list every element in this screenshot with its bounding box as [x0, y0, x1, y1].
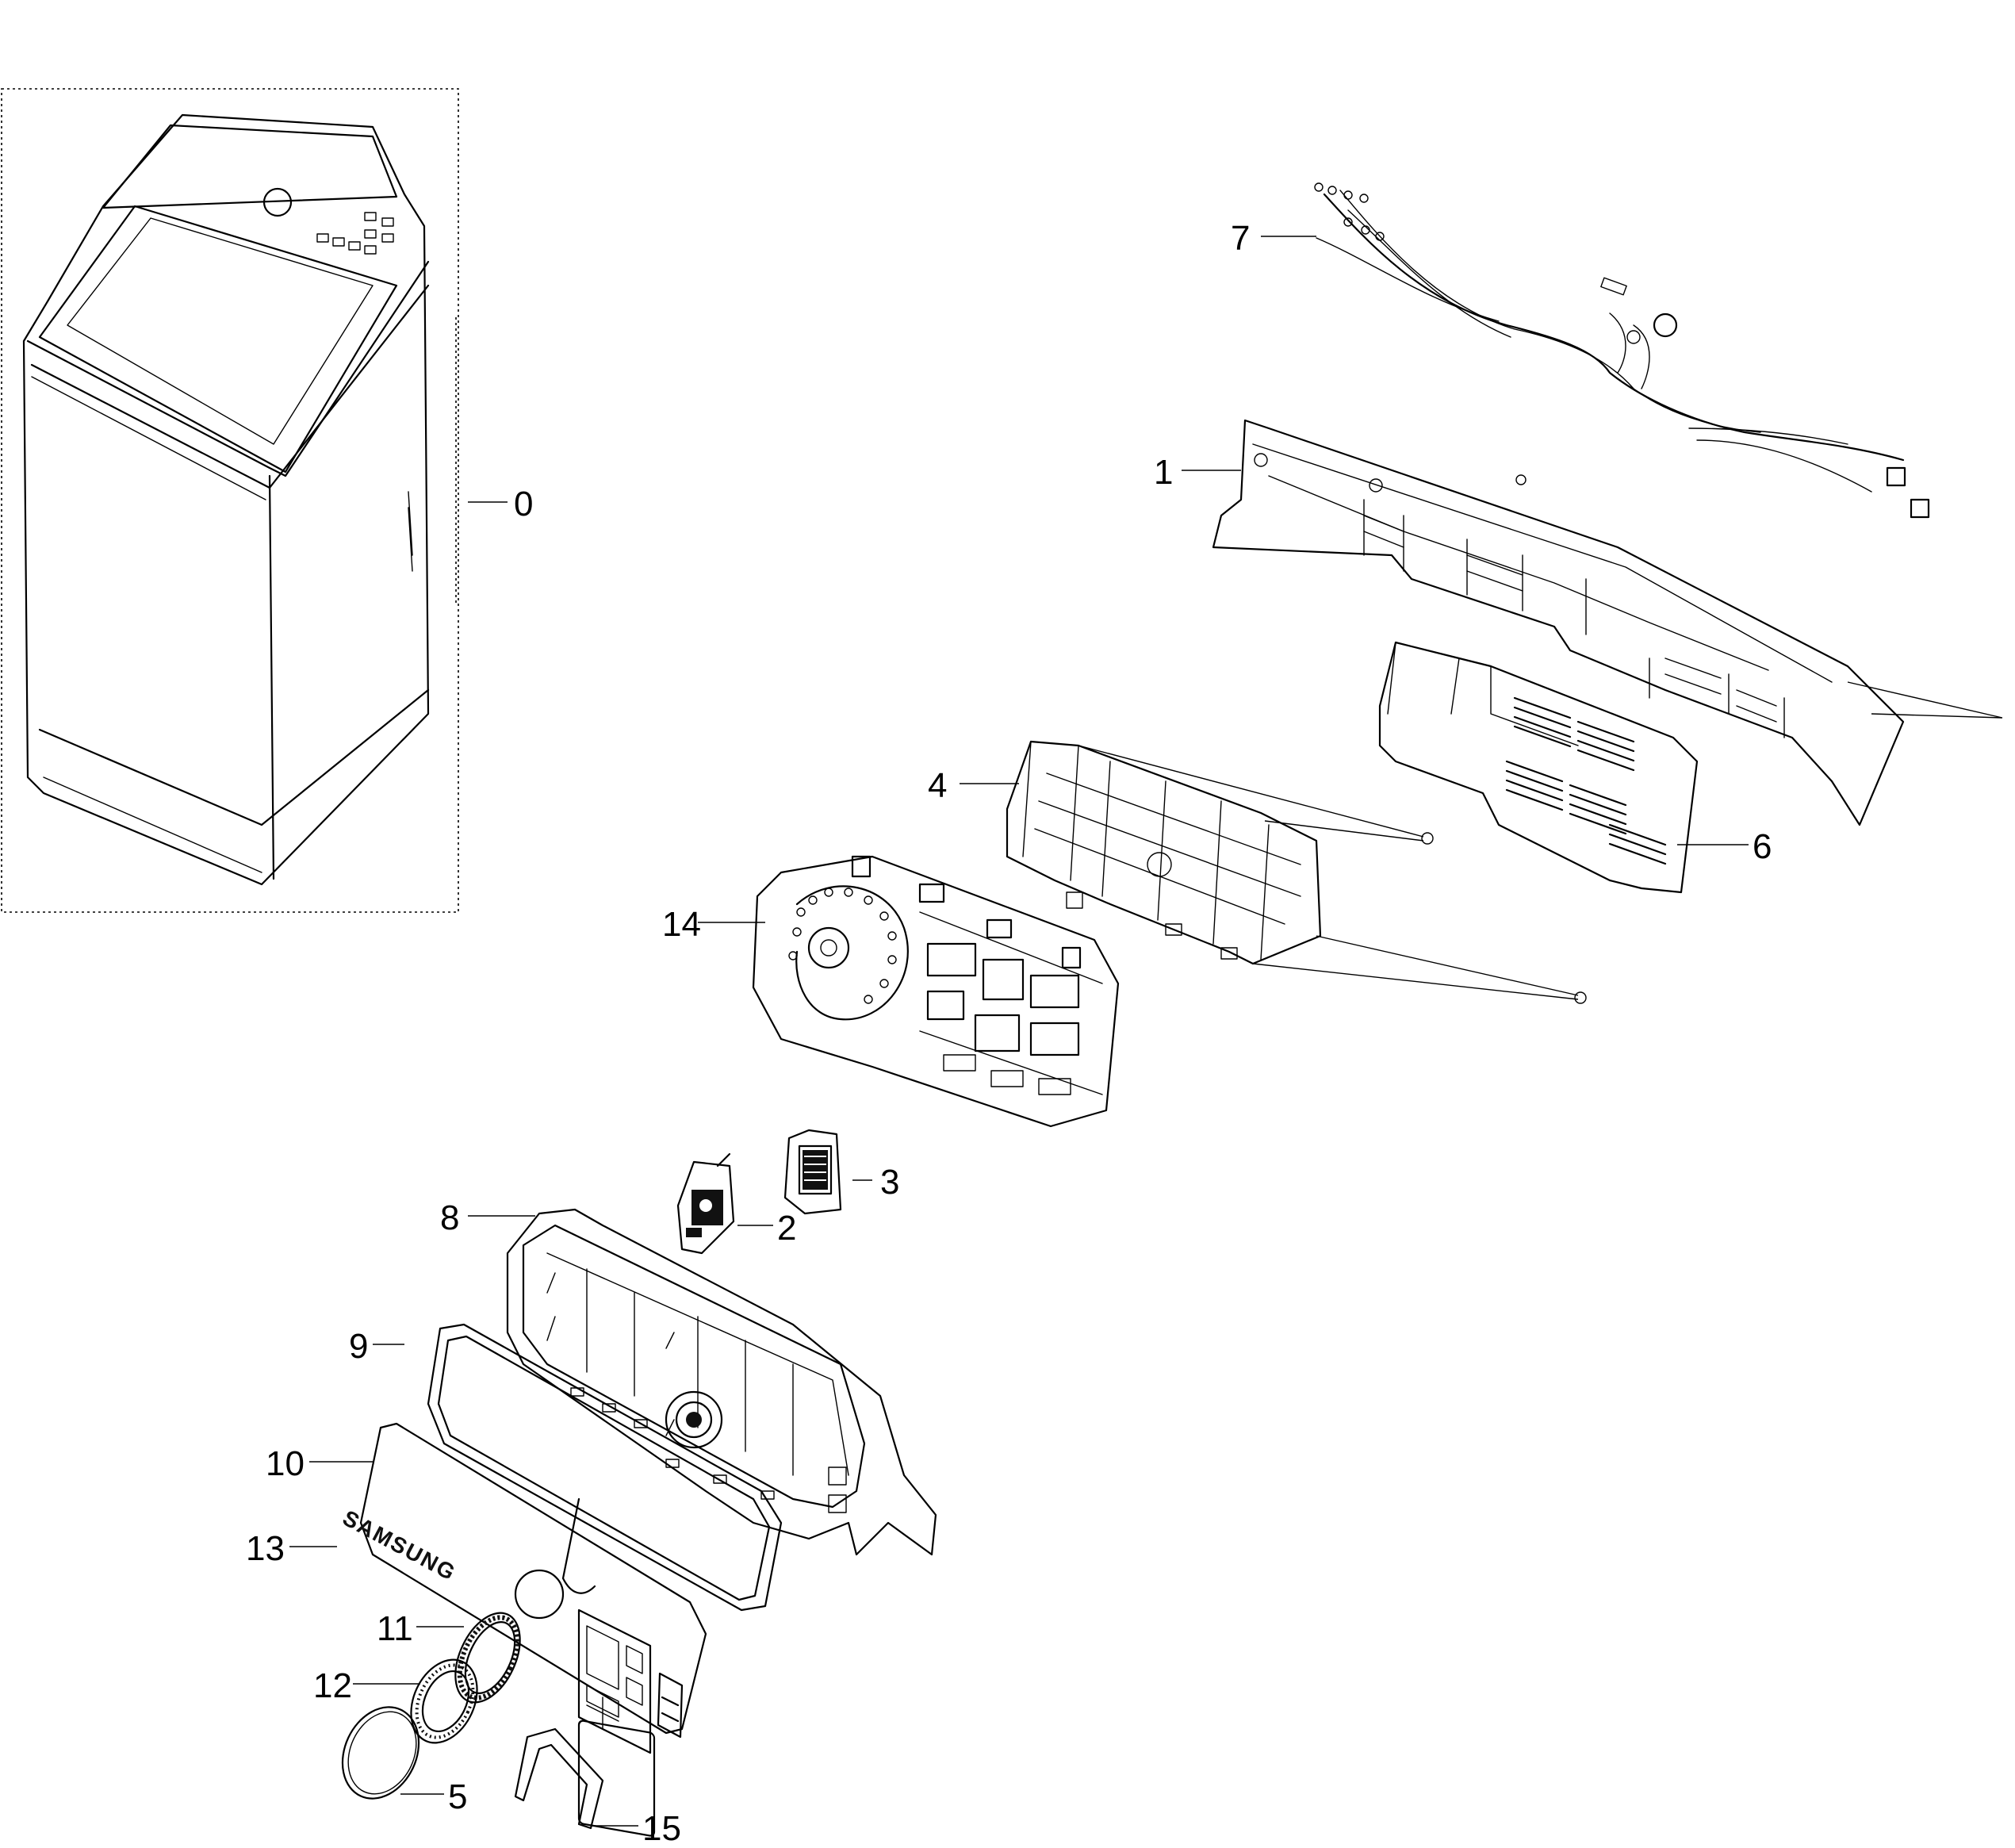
switch-module-icon: [676, 1152, 735, 1255]
pcb-cover-icon: [1006, 740, 1587, 1004]
callout-3: 3: [880, 1163, 899, 1202]
main-pcb-icon: [752, 855, 1120, 1128]
pcb-bracket-icon: [1378, 641, 1699, 894]
callout-1: 1: [1154, 453, 1173, 492]
panel-housing-icon: [506, 1208, 937, 1556]
knob-cap-icon: [341, 1706, 420, 1800]
knob-ring-icon: [454, 1612, 521, 1704]
display-window-icon: [514, 1727, 604, 1830]
callout-12: 12: [313, 1666, 352, 1705]
connector-module-icon: [783, 1129, 842, 1215]
panel-gasket-icon: [427, 1323, 783, 1612]
callout-2: 2: [777, 1209, 796, 1248]
front-panel-icon: [359, 1422, 707, 1837]
display-keypad: [577, 1608, 684, 1754]
callout-13: 13: [246, 1529, 285, 1568]
callout-11: 11: [377, 1609, 413, 1648]
control-panel-frame-icon: [1212, 419, 2003, 826]
wire-harness-icon: [1314, 182, 1930, 519]
callout-15: 15: [642, 1809, 681, 1848]
callout-4: 4: [928, 766, 947, 805]
callout-14: 14: [662, 905, 701, 944]
vent-slots: [1505, 696, 1667, 865]
callout-7: 7: [1231, 219, 1250, 258]
callout-5: 5: [448, 1777, 467, 1816]
callout-10: 10: [266, 1444, 305, 1483]
callout-9: 9: [349, 1327, 368, 1366]
callout-6: 6: [1753, 827, 1772, 866]
knob-icon: [410, 1658, 478, 1744]
callout-8: 8: [440, 1198, 459, 1237]
callout-0: 0: [514, 485, 533, 523]
washer-icon: [1, 88, 459, 913]
